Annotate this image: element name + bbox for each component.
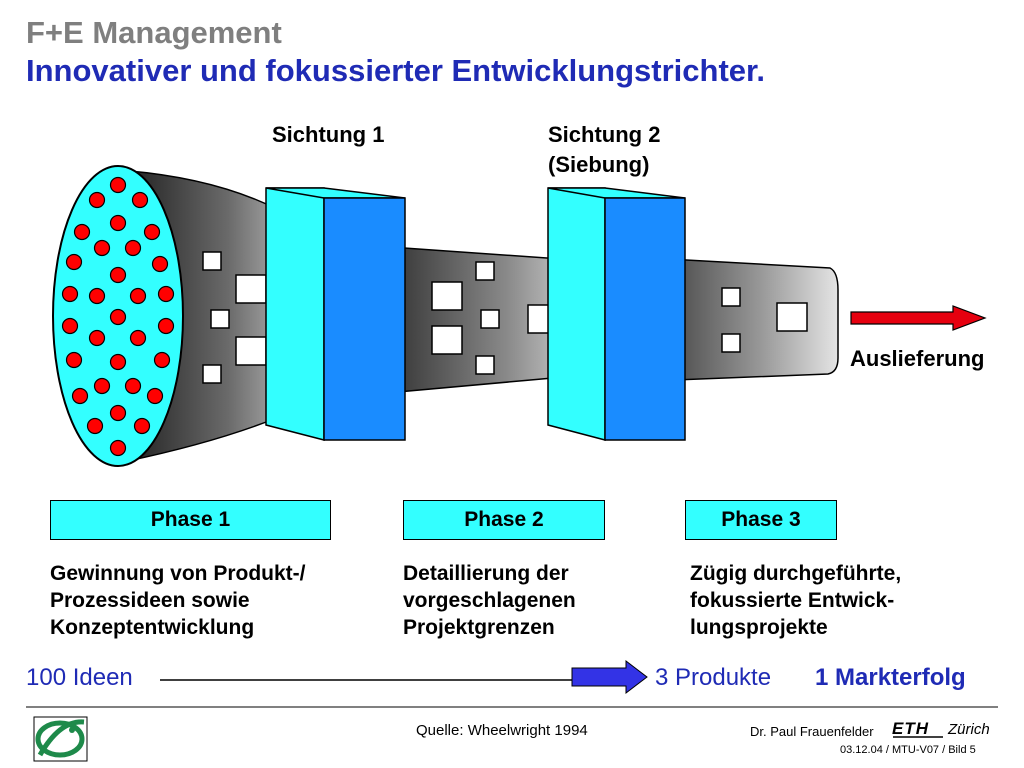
idea-dots — [61, 176, 175, 457]
screening-2-sublabel: (Siebung) — [548, 152, 650, 177]
delivery-label: Auslieferung — [850, 346, 985, 371]
author-name: Dr. Paul Frauenfelder — [750, 724, 874, 739]
screening-2-label: Sichtung 2 — [548, 122, 661, 147]
phase-1-box: Phase 1 — [50, 500, 331, 540]
project-squares-2 — [431, 261, 559, 375]
page-subtitle: Innovativer und fokussierter Entwicklung… — [26, 53, 766, 88]
phase-3-box: Phase 3 — [685, 500, 837, 540]
funnel-section-3 — [649, 257, 839, 382]
slide-info: 03.12.04 / MTU-V07 / Bild 5 — [840, 744, 976, 756]
flow-arrow-icon — [571, 659, 648, 695]
market-success-count: 1 Markterfolg — [815, 664, 966, 691]
eth-swirl-logo-icon — [33, 716, 88, 762]
source-citation: Quelle: Wheelwright 1994 — [416, 722, 588, 739]
project-squares-3 — [721, 287, 808, 353]
eth-city: Zürich — [948, 721, 990, 738]
screening-1-label: Sichtung 1 — [272, 122, 385, 147]
phase-2-description: Detaillierung der vorgeschlagenen Projek… — [403, 562, 576, 639]
screen-1 — [265, 187, 406, 441]
screen-2 — [547, 187, 686, 441]
eth-wordmark: ETH — [892, 719, 929, 738]
phase-1-description: Gewinnung von Produkt-/ Prozessideen sow… — [50, 562, 306, 639]
ideas-count: 100 Ideen — [26, 664, 133, 691]
delivery-arrow-icon — [850, 305, 987, 331]
products-count: 3 Produkte — [655, 664, 772, 691]
page-title: F+E Management — [26, 15, 282, 50]
phase-2-box: Phase 2 — [403, 500, 605, 540]
phase-3-description: Zügig durchgeführte, fokussierte Entwick… — [690, 562, 902, 639]
